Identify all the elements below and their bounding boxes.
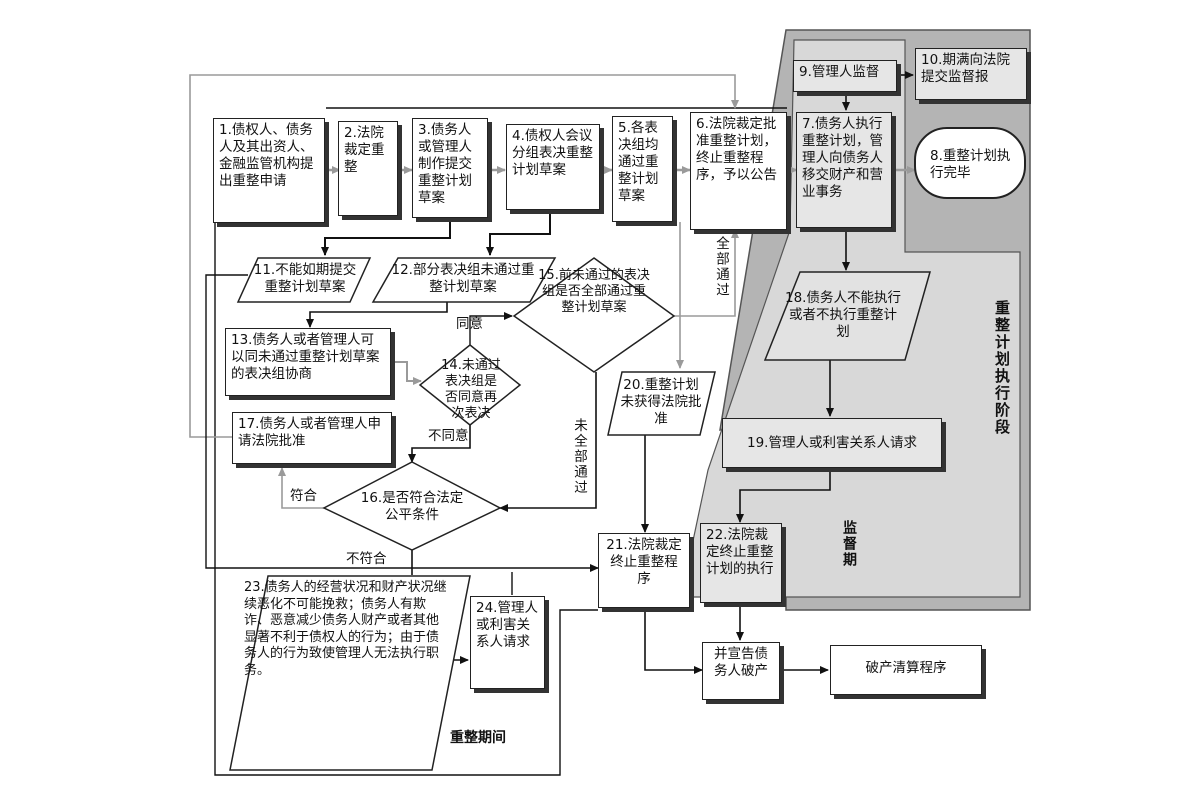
- node-25: 并宣告债务人破产: [702, 642, 780, 700]
- node-11-shape: [236, 257, 372, 303]
- node-18-shape: [763, 271, 931, 361]
- node-12-shape: [371, 257, 557, 303]
- node-21: 21.法院裁定终止重整程序: [598, 533, 690, 608]
- node-20-shape: [607, 371, 716, 436]
- node-5: 5.各表决组均通过重整计划草案: [612, 116, 673, 222]
- arrow-17-to-6-loop: [189, 74, 739, 438]
- node-20-label: 20.重整计划未获得法院批准: [620, 377, 702, 427]
- edge-label-disagree: 不同意: [428, 428, 469, 444]
- node-17: 17.债务人或者管理人申请法院批准: [232, 412, 392, 464]
- node-22: 22.法院裁定终止重整计划的执行: [700, 523, 782, 603]
- node-6: 6.法院裁定批准重整计划，终止重整程序，予以公告: [690, 112, 787, 230]
- node-9: 9.管理人监督: [793, 60, 897, 92]
- node-4: 4.债权人会议分组表决重整计划草案: [506, 124, 600, 210]
- node-18-label: 18.债务人不能执行或者不执行重整计划: [785, 290, 901, 340]
- node-14-label: 14.未通过表决组是否同意再次表决: [441, 358, 501, 421]
- node-8-label: 8.重整计划执行完毕: [930, 148, 1011, 181]
- edge-label-all-pass: 全部通过: [713, 236, 729, 298]
- node-23-label: 23.债务人的经营状况和财产状况继续恶化不可能挽救；债务人有欺诈、恶意减少债务人…: [244, 580, 447, 678]
- edge-label-not-all-pass: 未全部通过: [571, 418, 587, 496]
- node-12-label: 12.部分表决组未通过重整计划草案: [391, 262, 535, 295]
- node-3: 3.债务人或管理人制作提交重整计划草案: [412, 118, 488, 218]
- arrow-14-to-16-disagree: [408, 425, 471, 463]
- node-26: 破产清算程序: [830, 645, 982, 695]
- node-24: 24.管理人或利害关系人请求: [470, 596, 545, 689]
- arrow-13-to-14: [392, 361, 422, 385]
- node-2: 2.法院裁定重整: [338, 121, 398, 216]
- arrow-15-to-16-not-all-pass: [499, 372, 597, 512]
- node-23-shape: [229, 575, 471, 771]
- arrow-19-to-22: [736, 469, 831, 523]
- node-1: 1.债权人、债务人及其出资人、金融监管机构提出重整申请: [213, 118, 325, 223]
- node-13: 13.债务人或者管理人可以同未通过重整计划草案的表决组协商: [225, 328, 391, 396]
- node-8-shape: [914, 127, 1026, 199]
- node-19: 19.管理人或利害关系人请求: [722, 418, 942, 468]
- node-14-shape: [418, 344, 522, 426]
- arrow-12-to-13: [306, 300, 448, 328]
- arrow-11-to-21: [205, 274, 599, 572]
- region-label-reorganization-period: 重整期间: [450, 730, 506, 746]
- outer-frame-line: [214, 120, 598, 776]
- region-label-execution-phase: 重整计划执行阶段: [993, 300, 1011, 436]
- node-16-shape: [322, 461, 502, 551]
- node-11-label: 11.不能如期提交重整计划草案: [253, 262, 357, 295]
- arrow-4-to-12: [486, 214, 551, 256]
- arrow-21-to-25: [644, 610, 703, 674]
- arrow-14-to-15-agree: [469, 312, 513, 345]
- region-label-supervision-period: 监督期: [841, 520, 857, 568]
- edge-label-not-conform: 不符合: [346, 551, 387, 567]
- node-7: 7.债务人执行重整计划，管理人向债务人移交财产和营业事务: [796, 112, 892, 228]
- arrow-3-to-11: [321, 222, 451, 256]
- node-15-label: 15.前未通过的表决组是否全部通过重整计划草案: [538, 268, 650, 315]
- edge-label-conform: 符合: [290, 488, 317, 504]
- arrow-15-to-6-all-pass: [674, 229, 739, 317]
- node-15-shape: [512, 257, 676, 373]
- edge-label-agree: 同意: [456, 316, 483, 332]
- arrow-16-to-17-conform: [278, 467, 326, 509]
- node-10: 10.期满向法院提交监督报: [915, 48, 1027, 100]
- node-16-label: 16.是否符合法定公平条件: [360, 490, 464, 523]
